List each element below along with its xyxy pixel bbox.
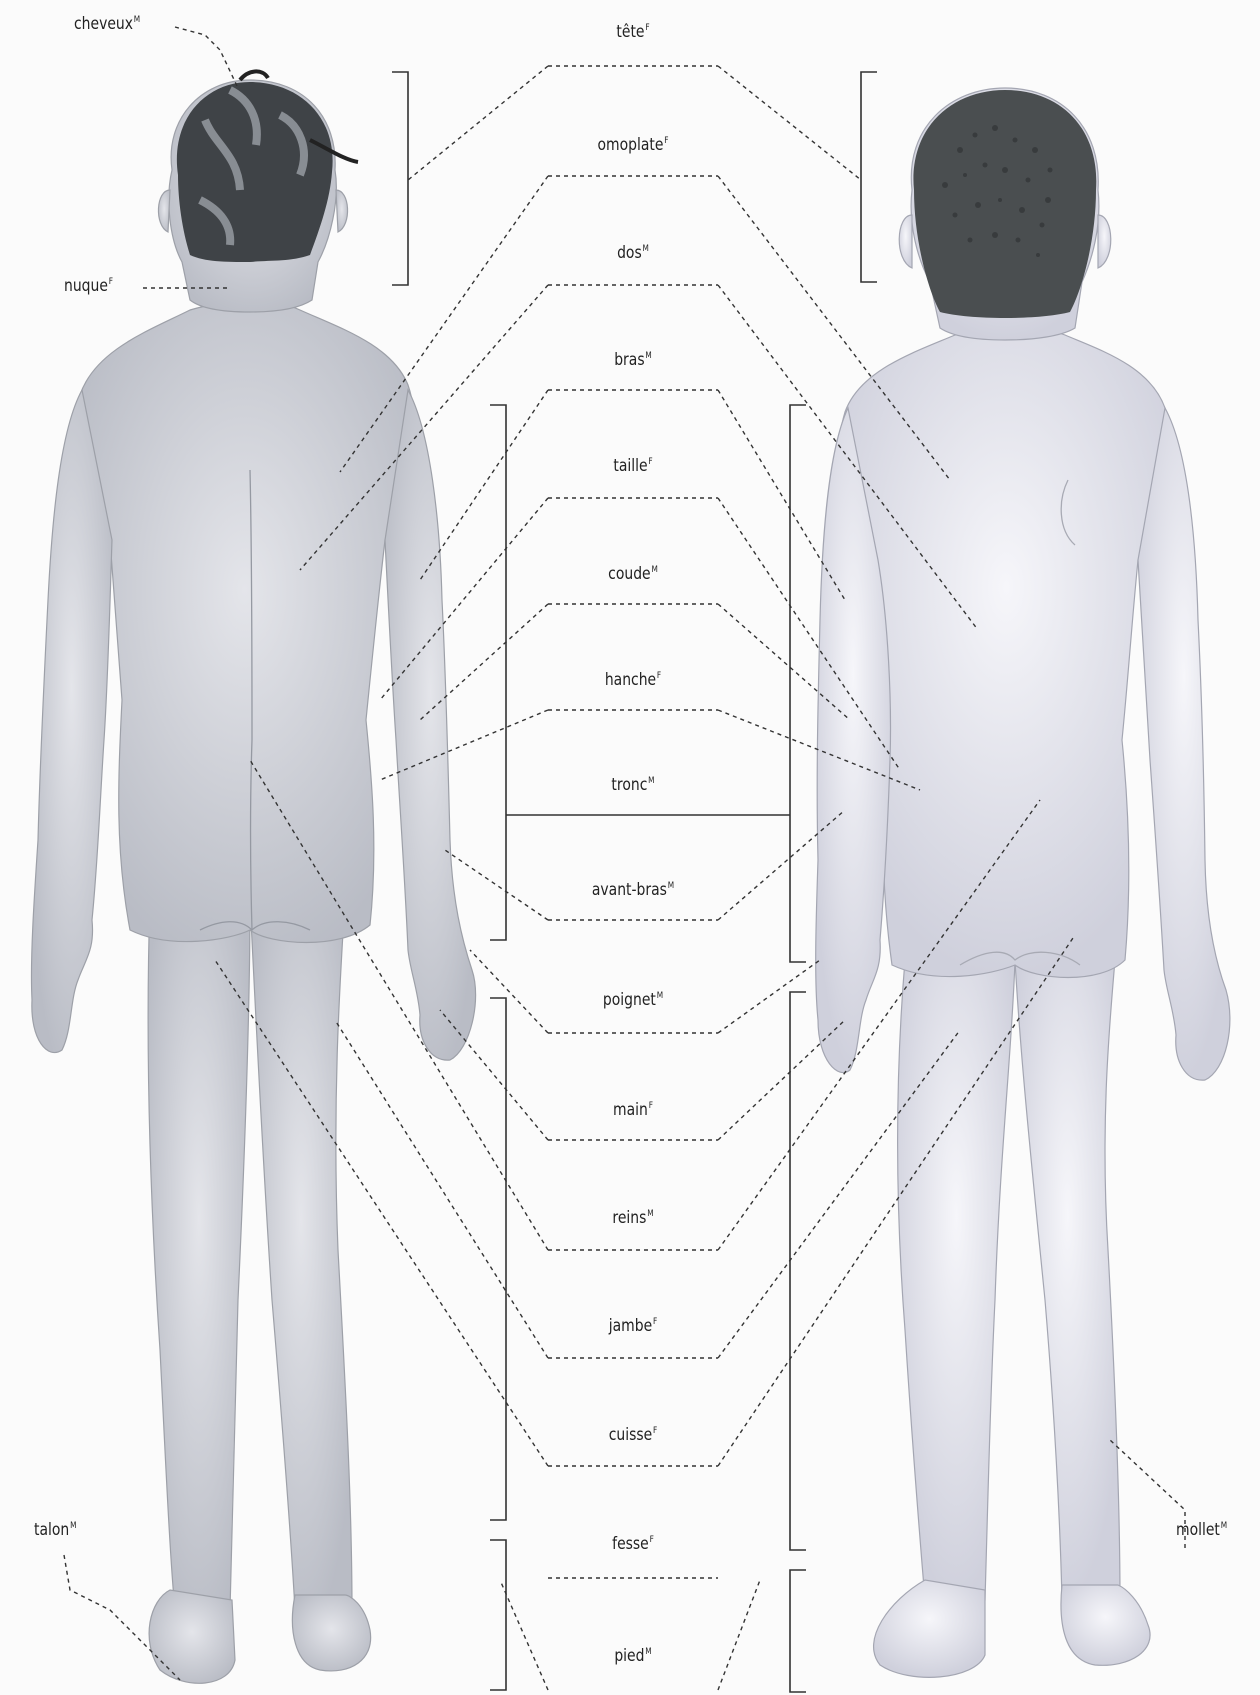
- bracket-trunk-left: [490, 405, 506, 940]
- label-reins: reinsM: [551, 1208, 715, 1228]
- left-figure-right-ear: [336, 190, 348, 232]
- label-dos: dosM: [551, 243, 715, 263]
- right-figure-right-leg: [1015, 960, 1120, 1600]
- label-taille: tailleF: [551, 456, 715, 476]
- left-figure-left-ear: [158, 190, 170, 232]
- right-figure-right-arm: [1138, 408, 1230, 1080]
- left-figure: [31, 80, 475, 1683]
- right-figure-left-foot: [874, 1580, 985, 1677]
- bracket-trunk-right: [790, 405, 806, 962]
- label-mollet: molletM: [1176, 1520, 1227, 1540]
- left-figure-left-arm: [31, 390, 112, 1053]
- right-figure-right-ear: [1098, 215, 1111, 268]
- label-hanche: hancheF: [551, 670, 715, 690]
- label-avant-bras: avant-brasM: [551, 880, 715, 900]
- right-figure-left-leg: [898, 960, 1016, 1600]
- label-nuque: nuqueF: [64, 276, 113, 296]
- label-tronc: troncM: [551, 775, 715, 795]
- bracket-leg-left: [490, 998, 506, 1520]
- leader-mollet: [1110, 1440, 1185, 1548]
- label-talon: talonM: [34, 1520, 76, 1540]
- bracket-leg-right: [790, 992, 806, 1550]
- label-bras: brasM: [551, 350, 715, 370]
- bracket-head-left: [392, 72, 408, 285]
- label-cheveux: cheveuxM: [74, 14, 140, 34]
- label-main: mainF: [551, 1100, 715, 1120]
- label-fesse: fesseF: [551, 1534, 715, 1554]
- left-figure-right-foot: [292, 1595, 370, 1671]
- right-figure-hair: [913, 90, 1096, 318]
- left-figure-hair: [177, 71, 358, 262]
- bracket-head-right: [861, 72, 877, 282]
- label-omoplate: omoplateF: [551, 135, 715, 155]
- right-figure-right-foot: [1061, 1585, 1150, 1665]
- leader-cheveux: [175, 27, 238, 88]
- label-poignet: poignetM: [551, 990, 715, 1010]
- left-figure-torso: [73, 302, 417, 943]
- bracket-foot-left: [490, 1540, 506, 1690]
- left-figure-right-arm: [385, 390, 476, 1060]
- label-pied: piedM: [551, 1646, 715, 1666]
- label-cuisse: cuisseF: [551, 1425, 715, 1445]
- left-figure-right-leg: [250, 900, 352, 1610]
- label-coude: coudeM: [551, 564, 715, 584]
- label-tete: têteF: [551, 22, 715, 42]
- left-figure-left-leg: [148, 900, 250, 1610]
- left-figure-left-foot: [149, 1590, 235, 1683]
- label-jambe: jambeF: [551, 1316, 715, 1336]
- bracket-foot-right: [790, 1570, 806, 1692]
- right-figure-left-ear: [899, 215, 912, 268]
- right-figure: [816, 88, 1230, 1677]
